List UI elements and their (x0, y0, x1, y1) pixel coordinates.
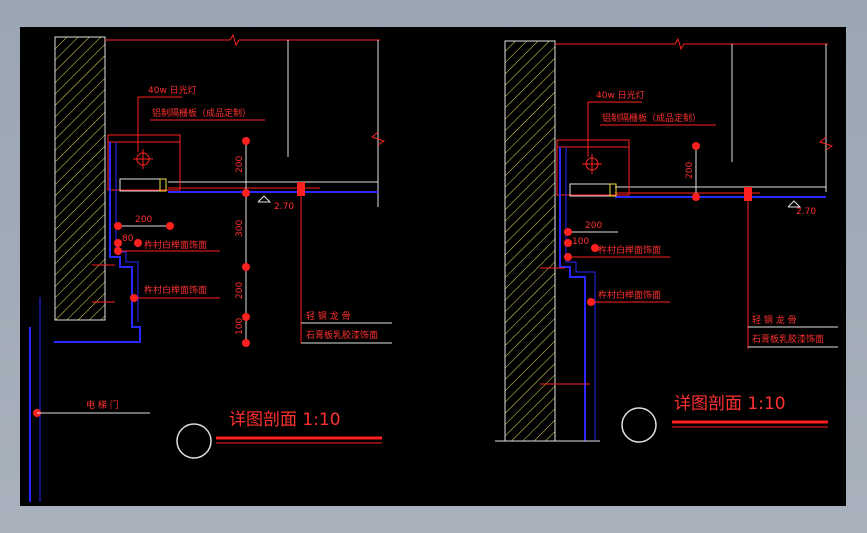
left-dim-point-3 (242, 263, 250, 271)
left-level-text: 2.70 (274, 202, 294, 212)
left-gypsum-label: 石膏板乳胶漆饰面 (306, 329, 378, 341)
right-grille-yellow (609, 183, 617, 197)
left-dim-200-p1 (114, 222, 122, 230)
left-veneer-1-point-2 (134, 239, 142, 247)
right-dim-point-2 (692, 193, 700, 201)
right-title-circle (621, 407, 657, 443)
left-veneer-1-point (114, 247, 122, 255)
right-dim-200-horiz: 200 (585, 221, 602, 231)
right-top-break-line (555, 37, 828, 51)
right-veneer-2: 杵村白榉面饰面 (598, 289, 661, 301)
left-dim-200-p2 (166, 222, 174, 230)
right-keel-label: 轻 钢 龙 骨 (752, 314, 797, 326)
left-section-detail: 200 300 200 100 2.70 200 80 40w 日光灯 铝制隔栅… (29, 33, 392, 502)
left-dim-200-top: 200 (235, 156, 245, 173)
left-elevator-label: 电 梯 门 (86, 399, 119, 411)
left-dim-point-4 (242, 313, 250, 321)
right-section-detail: 200 2.70 200 100 40w 日光灯 铝制隔栅板（成品定制） 杵村白… (495, 37, 838, 443)
right-dim-100-p1 (564, 239, 572, 247)
left-title: 详图剖面 1:10 (229, 410, 341, 430)
left-dim-point-5 (242, 339, 250, 347)
right-panel-label: 铝制隔栅板（成品定制） (602, 112, 701, 124)
left-dim-80: 80 (122, 234, 134, 244)
left-light-box (107, 134, 181, 191)
left-dim-point-1 (242, 137, 250, 145)
right-hatched-wall (504, 40, 556, 442)
left-right-break (370, 131, 386, 146)
right-dim-point-1 (692, 142, 700, 150)
left-dim-200-horiz: 200 (135, 215, 152, 225)
left-top-break-line (105, 33, 380, 47)
left-hatched-wall (54, 36, 106, 321)
left-dim-100: 100 (235, 318, 245, 335)
left-level-symbol (257, 195, 272, 203)
right-level-text: 2.70 (796, 207, 816, 217)
right-dim-200-top: 200 (685, 162, 695, 179)
right-lamp-label: 40w 日光灯 (596, 89, 645, 101)
left-dim-80-p1 (114, 239, 122, 247)
drawing-canvas[interactable]: 200 300 200 100 2.70 200 80 40w 日光灯 铝制隔栅… (20, 27, 846, 506)
right-grille-panel (569, 183, 611, 197)
right-dim-100: 100 (572, 237, 589, 247)
left-cladding-line-2 (115, 142, 139, 322)
left-lamp-label: 40w 日光灯 (148, 84, 197, 96)
right-veneer-1: 杵村白榉面饰面 (598, 244, 661, 256)
left-cladding-line (54, 142, 141, 343)
right-veneer-1-point-2 (591, 244, 599, 252)
left-dim-300: 300 (235, 220, 245, 237)
right-gypsum-label: 石膏板乳胶漆饰面 (752, 333, 824, 345)
right-cladding-line (559, 147, 586, 441)
left-veneer-2: 杵村白榉面饰面 (144, 284, 207, 296)
right-right-break (818, 136, 834, 151)
left-keel-marker (297, 182, 305, 196)
left-dim-200-bottom: 200 (235, 282, 245, 299)
left-grille-yellow (159, 178, 167, 192)
left-keel-label: 轻 钢 龙 骨 (306, 310, 351, 322)
right-keel-marker (744, 187, 752, 201)
right-level-symbol (787, 200, 802, 208)
left-grille-panel (119, 178, 161, 192)
right-light-box (556, 139, 630, 196)
left-panel-label: 铝制隔栅板（成品定制） (152, 107, 251, 119)
left-title-circle (176, 423, 212, 459)
right-title: 详图剖面 1:10 (674, 394, 786, 414)
left-dim-point-2 (242, 189, 250, 197)
left-veneer-1: 杵村白榉面饰面 (144, 239, 207, 251)
right-dim-200-p1 (564, 228, 572, 236)
